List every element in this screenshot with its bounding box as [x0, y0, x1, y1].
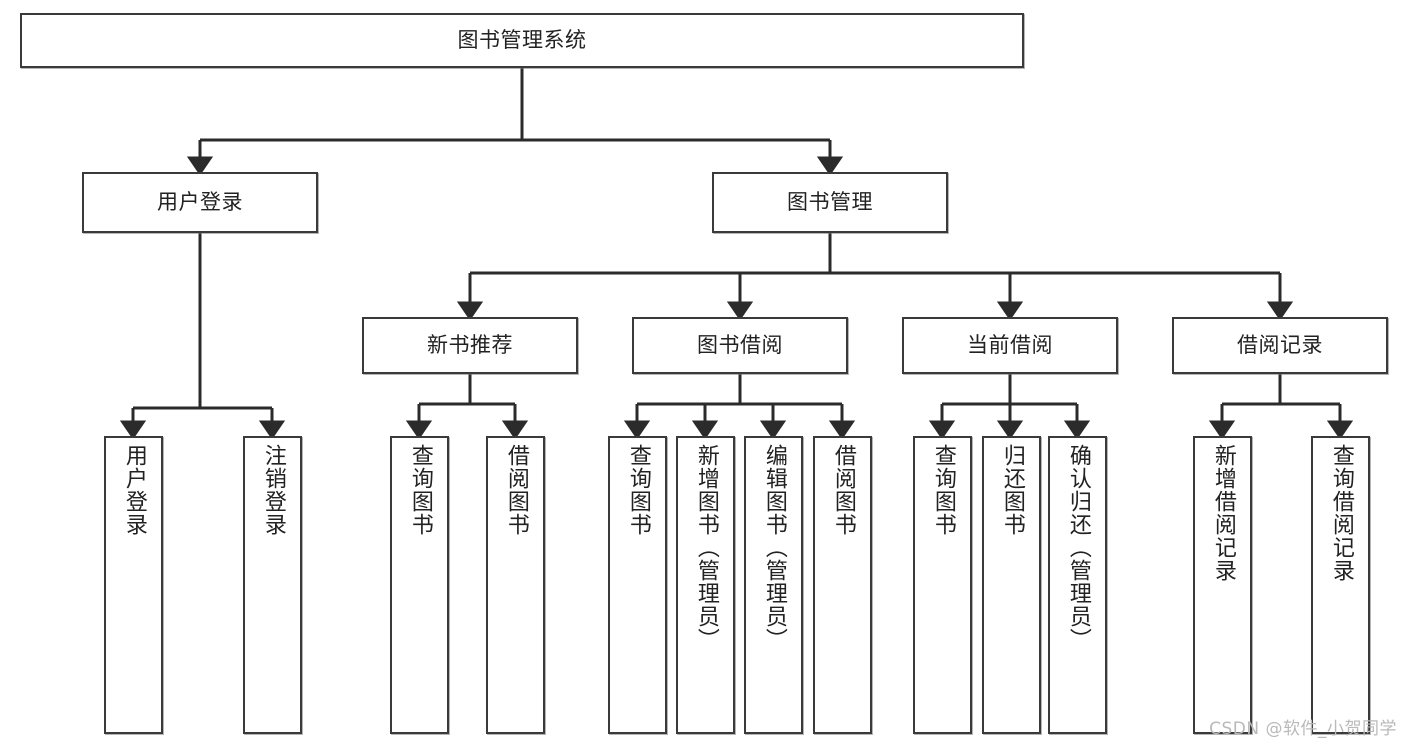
node-label: 用户登录 — [157, 189, 243, 214]
leaf-query-books-recommend[interactable]: 查询图书 — [390, 436, 449, 734]
node-book-borrowing[interactable]: 图书借阅 — [632, 317, 848, 374]
node-label: 编辑图书（管理员） — [761, 444, 787, 651]
node-user-login[interactable]: 用户登录 — [82, 172, 318, 233]
node-label: 确认归还（管理员） — [1065, 444, 1091, 651]
node-label: 归还图书 — [999, 444, 1025, 536]
leaf-edit-book-admin[interactable]: 编辑图书（管理员） — [744, 436, 803, 734]
node-label: 借阅图书 — [503, 444, 529, 536]
node-label: 新书推荐 — [427, 332, 513, 357]
node-book-management[interactable]: 图书管理 — [712, 172, 948, 233]
leaf-borrow-books-recommend[interactable]: 借阅图书 — [486, 436, 545, 734]
csdn-watermark: CSDN @软件_小贺同学 — [1209, 719, 1397, 739]
node-label: 图书管理系统 — [457, 27, 587, 52]
node-label: 借阅图书 — [830, 444, 856, 536]
node-label: 查询图书 — [930, 444, 956, 536]
node-label: 图书管理 — [787, 189, 873, 214]
node-root-book-management-system[interactable]: 图书管理系统 — [20, 13, 1024, 68]
leaf-query-books-borrow[interactable]: 查询图书 — [608, 436, 667, 734]
leaf-query-books-current[interactable]: 查询图书 — [913, 436, 972, 734]
node-current-borrowing[interactable]: 当前借阅 — [902, 317, 1118, 374]
node-label: 注销登录 — [260, 444, 286, 536]
node-label: 当前借阅 — [967, 332, 1053, 357]
leaf-add-book-admin[interactable]: 新增图书（管理员） — [676, 436, 735, 734]
node-label: 借阅记录 — [1237, 332, 1323, 357]
node-label: 新增借阅记录 — [1210, 444, 1236, 582]
node-label: 查询图书 — [625, 444, 651, 536]
leaf-logout[interactable]: 注销登录 — [243, 436, 302, 734]
leaf-add-borrow-record[interactable]: 新增借阅记录 — [1193, 436, 1252, 734]
leaf-borrow-books[interactable]: 借阅图书 — [813, 436, 872, 734]
node-borrowing-records[interactable]: 借阅记录 — [1172, 317, 1388, 374]
leaf-confirm-return-admin[interactable]: 确认归还（管理员） — [1048, 436, 1107, 734]
node-label: 新增图书（管理员） — [693, 444, 719, 651]
node-label: 查询图书 — [407, 444, 433, 536]
leaf-query-borrow-record[interactable]: 查询借阅记录 — [1311, 436, 1370, 734]
node-label: 查询借阅记录 — [1328, 444, 1354, 582]
leaf-user-login[interactable]: 用户登录 — [104, 436, 163, 734]
node-label: 图书借阅 — [697, 332, 783, 357]
node-label: 用户登录 — [121, 444, 147, 536]
leaf-return-books[interactable]: 归还图书 — [982, 436, 1041, 734]
node-new-book-recommendation[interactable]: 新书推荐 — [362, 317, 578, 374]
